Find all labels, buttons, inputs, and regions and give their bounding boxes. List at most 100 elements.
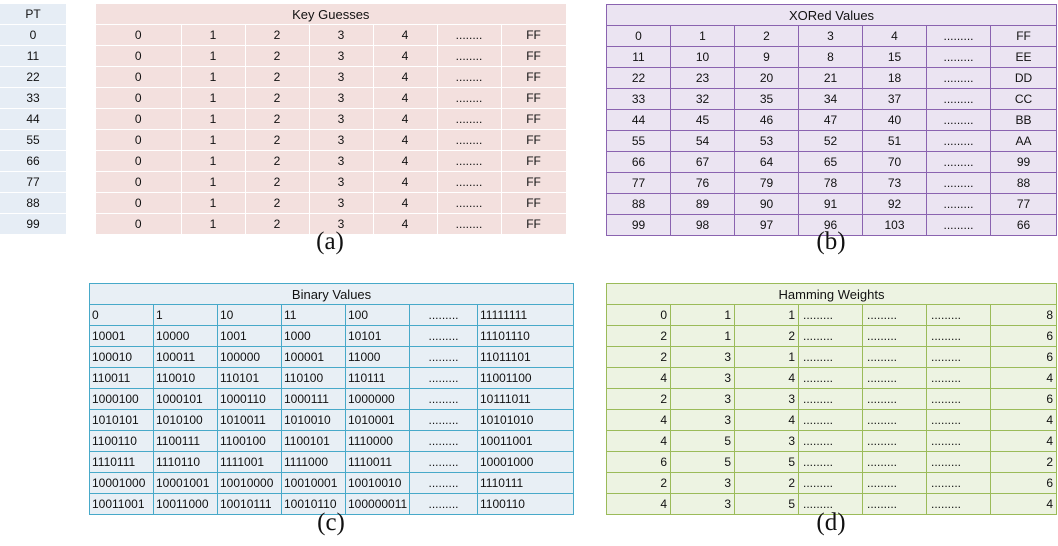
table-cell: 10101010 <box>476 409 575 431</box>
table-cell: 1111001 <box>217 451 282 473</box>
hamming-weights-title: Hamming Weights <box>606 283 1057 305</box>
table-cell: ......... <box>798 409 863 431</box>
table-cell: FF <box>501 45 567 67</box>
table-cell: 5 <box>670 451 735 473</box>
table-cell: 5 <box>734 451 799 473</box>
column-header: 2 <box>734 25 799 47</box>
table-cell: 3 <box>670 409 735 431</box>
table-cell: ......... <box>862 472 927 494</box>
table-cell: 97 <box>734 214 799 236</box>
table-cell: FF <box>501 171 567 193</box>
table-cell: 11001100 <box>476 367 575 389</box>
table-cell: 11000 <box>345 346 410 368</box>
table-cell: ........ <box>437 45 502 67</box>
table-cell: ......... <box>862 367 927 389</box>
table-cell: 10011000 <box>153 493 218 515</box>
table-cell: 21 <box>798 67 863 89</box>
table-cell: 110111 <box>345 367 410 389</box>
table-cell: 10111011 <box>476 388 575 410</box>
table-cell: 91 <box>798 193 863 215</box>
table-cell: ......... <box>926 88 991 110</box>
table-cell: 77 <box>989 193 1058 215</box>
key-guesses-title: Key Guesses <box>96 4 567 25</box>
table-cell: 2 <box>245 213 310 235</box>
table-row: 99 <box>0 213 66 235</box>
table-cell: 4 <box>990 409 1057 431</box>
table-row: PT <box>0 4 66 25</box>
table-cell: 51 <box>862 130 927 152</box>
table-cell: 46 <box>734 109 799 131</box>
table-cell: ......... <box>798 367 863 389</box>
caption-a: (a) <box>316 228 344 255</box>
table-cell: 79 <box>734 172 799 194</box>
table-cell: 1110110 <box>153 451 218 473</box>
table-cell: 3 <box>670 388 735 410</box>
plaintext-cell: 88 <box>0 192 66 214</box>
plaintext-cell: 33 <box>0 87 66 109</box>
table-cell: 70 <box>862 151 927 173</box>
table-cell: ......... <box>926 409 991 431</box>
table-cell: 1010001 <box>345 409 410 431</box>
table-row: 11 <box>0 45 66 67</box>
table-cell: 11101110 <box>476 325 575 347</box>
table-cell: FF <box>501 213 567 235</box>
table-cell: 1100110 <box>476 493 575 515</box>
column-header: 1 <box>670 25 735 47</box>
table-cell: 0 <box>96 171 182 193</box>
table-cell: 4 <box>606 493 671 515</box>
table-cell: 2 <box>245 150 310 172</box>
table-cell: 10001001 <box>153 472 218 494</box>
table-cell: 1000110 <box>217 388 282 410</box>
table-cell: 6 <box>606 451 671 473</box>
column-header: 1 <box>181 24 246 46</box>
table-cell: 1100111 <box>153 430 218 452</box>
plaintext-cell: 44 <box>0 108 66 130</box>
table-cell: ......... <box>926 46 991 68</box>
table-cell: 1010101 <box>89 409 154 431</box>
table-cell: ......... <box>409 325 478 347</box>
table-cell: 0 <box>606 304 671 326</box>
table-cell: 4 <box>990 493 1057 515</box>
table-cell: 66 <box>989 214 1058 236</box>
table-cell: 90 <box>734 193 799 215</box>
table-cell: 3 <box>309 45 374 67</box>
table-cell: 10001 <box>89 325 154 347</box>
caption-b: (b) <box>816 228 846 255</box>
table-cell: 2 <box>245 45 310 67</box>
table-cell: 10001000 <box>476 451 575 473</box>
table-cell: 4 <box>734 367 799 389</box>
table-cell: 4 <box>373 129 438 151</box>
table-cell: ......... <box>862 346 927 368</box>
table-cell: 4 <box>373 87 438 109</box>
table-cell: 4 <box>373 150 438 172</box>
table-row: 44 <box>0 108 66 130</box>
table-cell: 11 <box>281 304 346 326</box>
table-cell: 4 <box>990 367 1057 389</box>
table-cell: 47 <box>798 109 863 131</box>
table-cell: ......... <box>926 214 991 236</box>
binary-values-title: Binary Values <box>88 283 575 305</box>
table-cell: ......... <box>798 472 863 494</box>
table-cell: 1110111 <box>89 451 154 473</box>
table-cell: 64 <box>734 151 799 173</box>
table-cell: ........ <box>437 129 502 151</box>
column-header: ......... <box>926 25 991 47</box>
